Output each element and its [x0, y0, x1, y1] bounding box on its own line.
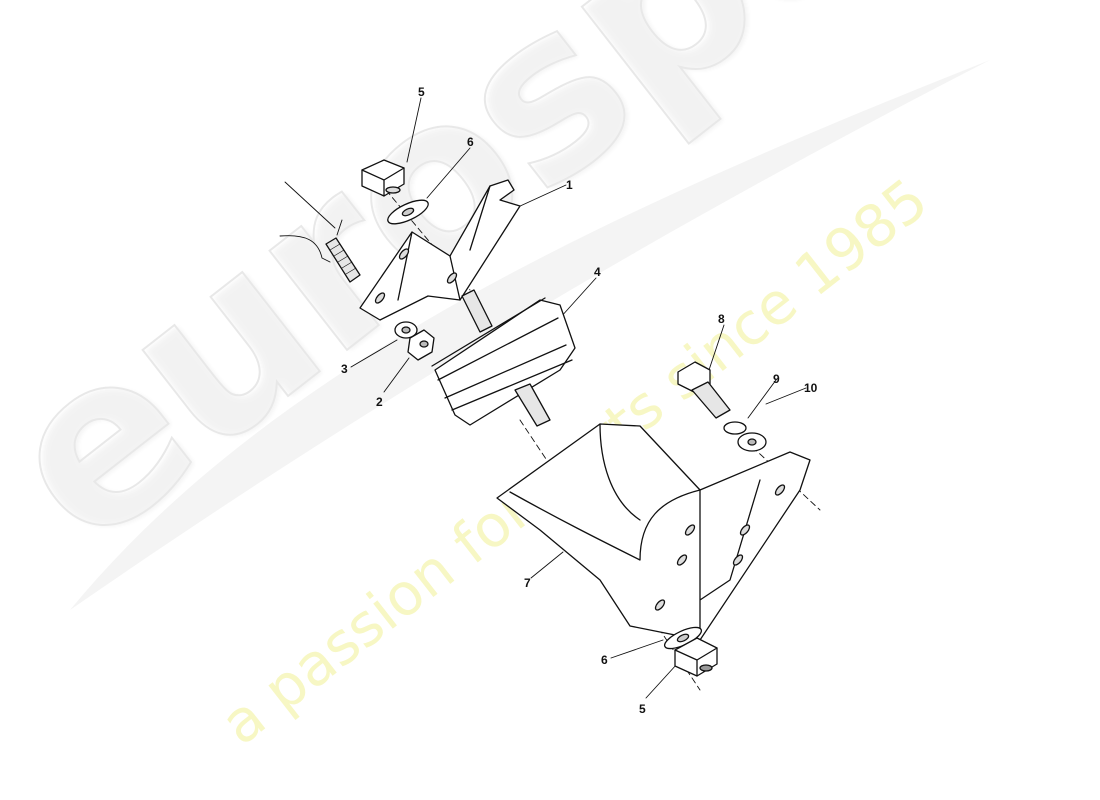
- callout-5-top: 5: [418, 85, 425, 99]
- bolt: [677, 361, 731, 419]
- callout-3: 3: [341, 362, 348, 376]
- spring-washer: [723, 421, 747, 435]
- callout-6-top: 6: [467, 135, 474, 149]
- callout-7: 7: [524, 576, 531, 590]
- callout-6-bottom: 6: [601, 653, 608, 667]
- rubber-mount: [431, 289, 576, 427]
- washer-small: [394, 321, 418, 339]
- plain-washer: [737, 432, 767, 452]
- callout-4: 4: [594, 265, 601, 279]
- nut-top: [361, 159, 405, 197]
- stud-left: [325, 237, 361, 283]
- callout-2: 2: [376, 395, 383, 409]
- callout-8: 8: [718, 312, 725, 326]
- callout-10: 10: [804, 381, 818, 395]
- nut-small: [407, 329, 435, 361]
- callout-9: 9: [773, 372, 780, 386]
- bracket-lower: [496, 423, 811, 641]
- washer-top: [387, 199, 429, 225]
- callout-5-bottom: 5: [639, 702, 646, 716]
- nut-bottom: [674, 637, 718, 677]
- bracket-upper: [359, 179, 521, 321]
- callout-1: 1: [566, 178, 573, 192]
